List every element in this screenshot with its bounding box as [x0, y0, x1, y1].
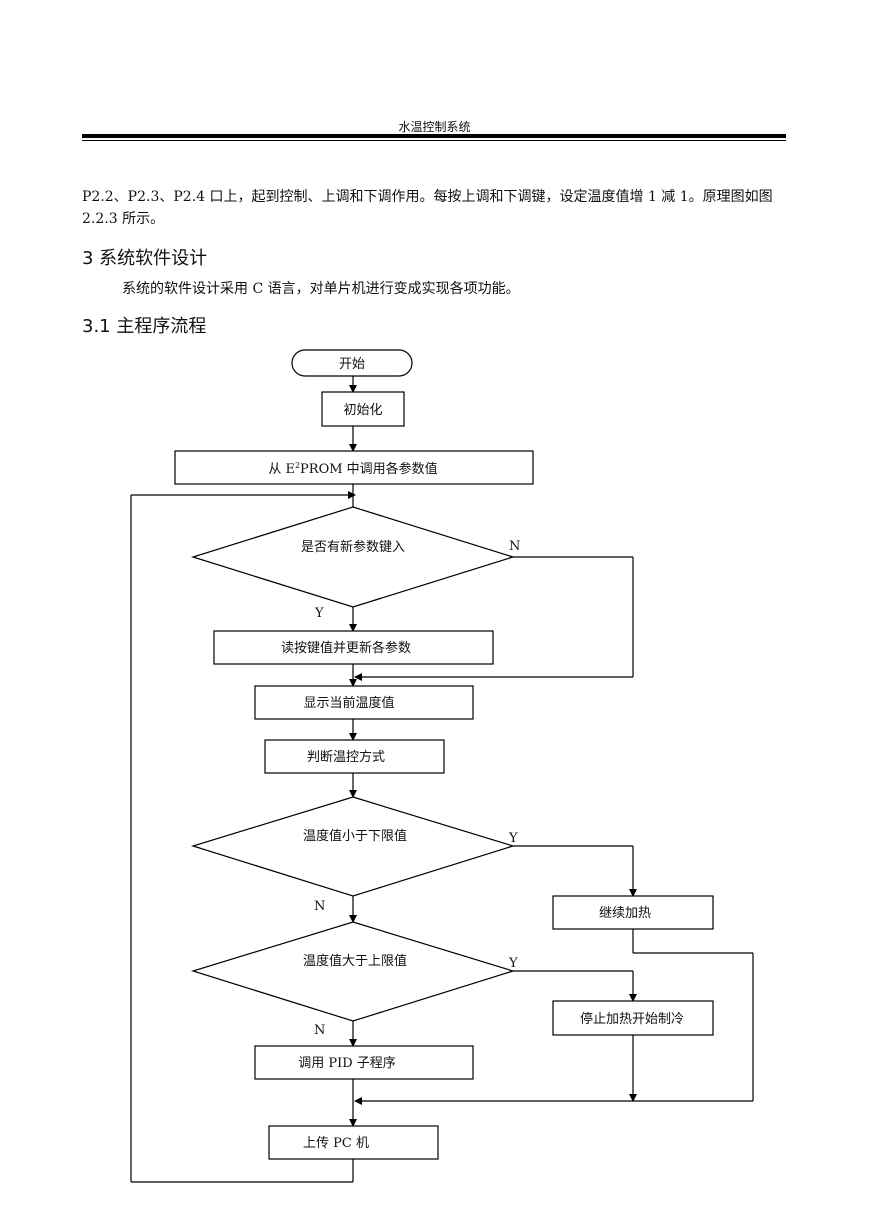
read-eeprom-sup: 2 [295, 461, 300, 470]
read-keys-box [213, 630, 494, 665]
read-eeprom-label: 从 E2PROM 中调用各参数值 [268, 461, 437, 477]
no-label: N [509, 539, 520, 554]
yes-label: Y [508, 956, 518, 971]
continue-heat-label: 继续加热 [599, 906, 651, 921]
decision-new-key [190, 506, 516, 608]
start-terminal [291, 349, 413, 377]
yes-label: Y [314, 606, 324, 621]
decision-above-upper [190, 921, 516, 1022]
running-header-title: 水温控制系统 [398, 120, 471, 134]
read-eeprom-box [174, 450, 534, 485]
yes-label: Y [508, 831, 518, 846]
stop-heat-cool-box [552, 1000, 714, 1036]
read-eeprom-pre: 从 E [268, 462, 295, 477]
decision-below-lower [190, 796, 516, 897]
judge-mode-label: 判断温控方式 [307, 749, 385, 765]
body-paragraph: 系统的软件设计采用 C 语言，对单片机进行变成实现各项功能。 [122, 281, 520, 297]
header-rule-thin [82, 140, 786, 141]
display-temp-label: 显示当前温度值 [303, 695, 394, 711]
section-heading-3: 3 系统软件设计 [82, 248, 208, 269]
continue-heat-box [552, 895, 714, 930]
init-box [321, 391, 405, 427]
no-label: N [314, 1023, 325, 1038]
body-paragraph: P2.2、P2.3、P2.4 口上，起到控制、上调和下调作用。每按上调和下调键，… [82, 189, 773, 227]
upload-pc-label: 上传 PC 机 [303, 1136, 369, 1151]
no-label: N [314, 899, 325, 914]
call-pid-label: 调用 PID 子程序 [298, 1056, 396, 1071]
display-temp-box [254, 685, 474, 720]
stop-heat-cool-label: 停止加热开始制冷 [580, 1011, 684, 1027]
read-eeprom-post: PROM 中调用各参数值 [300, 461, 438, 477]
judge-mode-box [264, 739, 445, 774]
section-heading-3-1: 3.1 主程序流程 [82, 316, 207, 337]
decision-below-lower-label: 温度值小于下限值 [303, 828, 407, 844]
decision-new-key-label: 是否有新参数键入 [301, 539, 405, 555]
start-label: 开始 [339, 357, 365, 372]
read-keys-label: 读按键值并更新各参数 [281, 640, 411, 656]
init-label: 初始化 [343, 403, 382, 418]
header-rule-thick [82, 134, 786, 138]
decision-above-upper-label: 温度值大于上限值 [303, 953, 407, 969]
call-pid-box [254, 1045, 474, 1080]
upload-pc-box [268, 1125, 439, 1160]
